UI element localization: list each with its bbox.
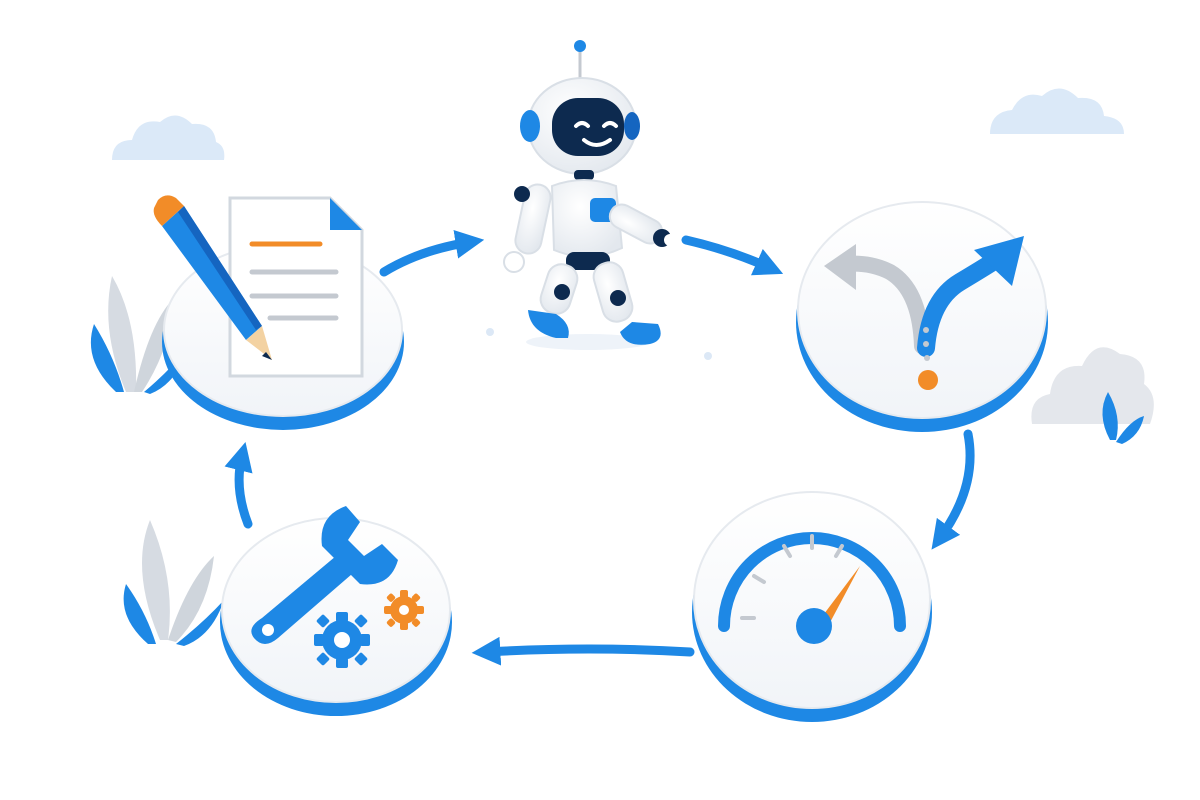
plant-left-bottom-icon <box>123 520 224 646</box>
flow-arrows <box>224 230 975 666</box>
document-icon <box>228 196 364 378</box>
arrow-measure-to-adjust <box>471 636 695 666</box>
start-point-icon <box>918 370 938 390</box>
arrow-adjust-to-plan <box>224 442 253 529</box>
arrow-plan-to-act <box>379 230 485 277</box>
node-measure <box>692 491 932 722</box>
cloud-right-icon <box>990 88 1124 134</box>
trail-dots <box>923 327 930 361</box>
robot-icon <box>503 40 676 345</box>
disc-top <box>693 491 931 709</box>
arrow-choose-to-measure <box>931 429 975 550</box>
pencil-icon <box>153 195 272 360</box>
node-choose <box>796 201 1048 432</box>
node-act <box>486 40 712 360</box>
wrench-icon <box>251 506 398 644</box>
cloud-left-icon <box>112 115 225 160</box>
plant-right-icon <box>1102 392 1144 444</box>
cloud-gray-right-icon <box>1031 347 1154 424</box>
node-plan <box>153 195 404 430</box>
arrow-act-to-choose <box>681 235 784 276</box>
gear-orange-icon <box>384 590 424 630</box>
gauge-needle <box>818 566 860 630</box>
node-adjust <box>220 506 452 716</box>
gauge-ticks <box>740 534 844 620</box>
gear-blue-icon <box>314 612 370 668</box>
gauge-icon <box>718 532 906 644</box>
branching-arrows-icon <box>824 236 1024 390</box>
